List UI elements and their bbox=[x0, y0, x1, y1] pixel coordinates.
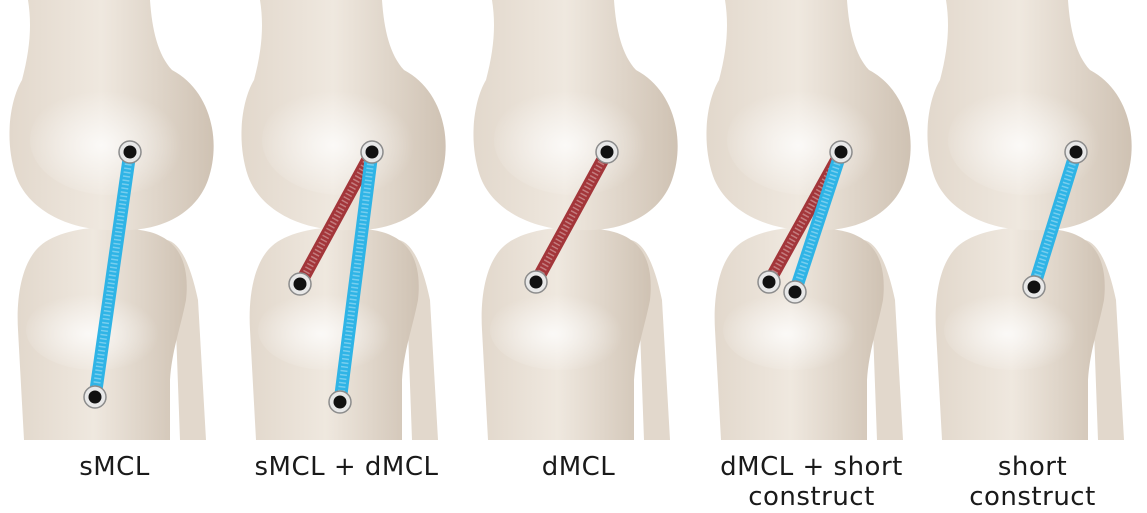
femur-highlight bbox=[948, 85, 1108, 195]
panel-caption: sMCL bbox=[0, 452, 229, 482]
panel-dmcl: dMCL bbox=[464, 0, 693, 513]
anchor-screw bbox=[758, 271, 780, 293]
panel-caption: sMCL + dMCL bbox=[232, 452, 461, 482]
panel-dmcl-short-construct: dMCL + short construct bbox=[697, 0, 926, 513]
panel-caption: short construct bbox=[918, 452, 1147, 512]
caption-line-1: sMCL bbox=[0, 452, 229, 482]
anchor-screw bbox=[119, 141, 141, 163]
caption-line-1: dMCL bbox=[464, 452, 693, 482]
anchor-screw bbox=[830, 141, 852, 163]
knee-illustration bbox=[0, 0, 229, 440]
anchor-screw bbox=[84, 386, 106, 408]
panel-smcl-dmcl: sMCL + dMCL bbox=[232, 0, 461, 513]
knee-illustration bbox=[232, 0, 461, 440]
knee-illustration bbox=[918, 0, 1147, 440]
anchor-screw bbox=[1023, 276, 1045, 298]
tibia-highlight bbox=[490, 290, 630, 370]
panel-short-construct: short construct bbox=[918, 0, 1147, 513]
panel-caption: dMCL bbox=[464, 452, 693, 482]
femur-highlight bbox=[262, 85, 422, 195]
anchor-screw bbox=[329, 391, 351, 413]
anchor-screw bbox=[1065, 141, 1087, 163]
anchor-screw bbox=[525, 271, 547, 293]
anchor-screw bbox=[289, 273, 311, 295]
knee-illustration bbox=[697, 0, 926, 440]
tibia-highlight bbox=[944, 290, 1084, 370]
femur-highlight bbox=[727, 85, 887, 195]
caption-line-2: construct bbox=[697, 482, 926, 512]
caption-line-1: short bbox=[918, 452, 1147, 482]
tibia-highlight bbox=[258, 290, 398, 370]
caption-line-1: dMCL + short bbox=[697, 452, 926, 482]
anchor-screw bbox=[784, 281, 806, 303]
caption-line-2: construct bbox=[918, 482, 1147, 512]
femur-highlight bbox=[30, 85, 190, 195]
anchor-screw bbox=[361, 141, 383, 163]
knee-illustration bbox=[464, 0, 693, 440]
anchor-screw bbox=[596, 141, 618, 163]
panel-caption: dMCL + short construct bbox=[697, 452, 926, 512]
caption-line-1: sMCL + dMCL bbox=[232, 452, 461, 482]
panel-smcl: sMCL bbox=[0, 0, 229, 513]
femur-highlight bbox=[494, 85, 654, 195]
